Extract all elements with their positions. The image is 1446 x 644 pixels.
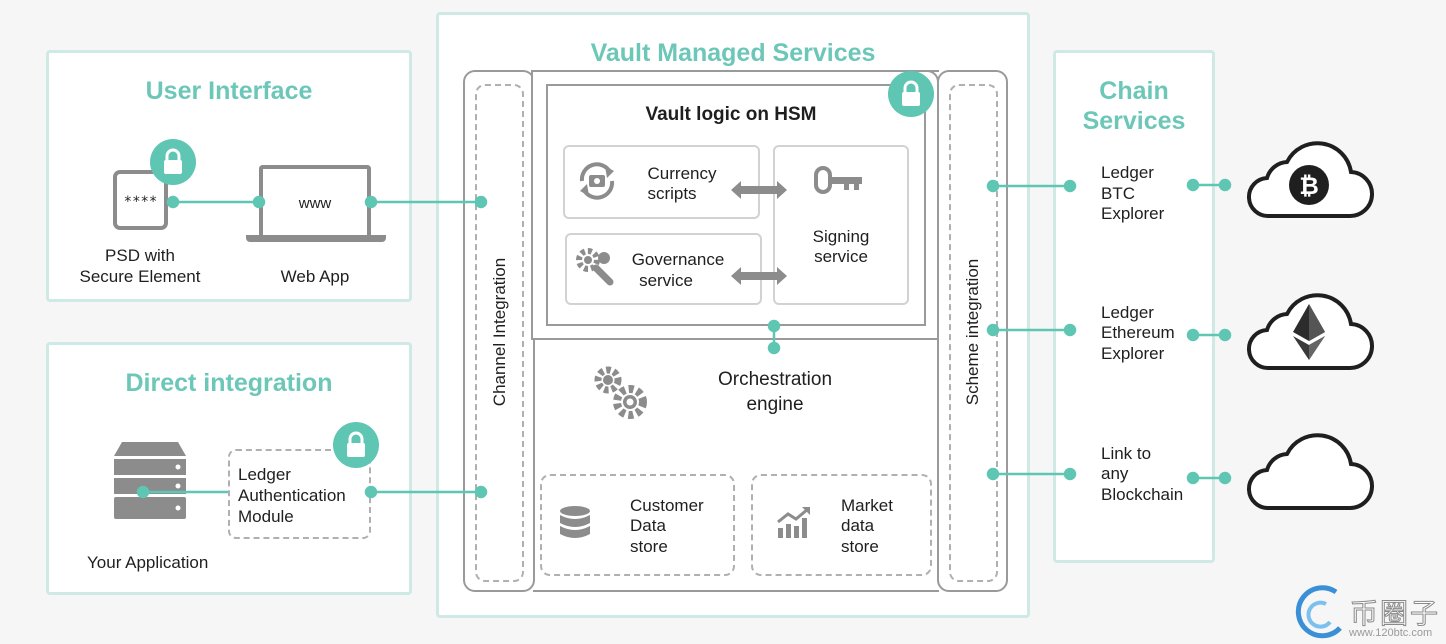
direct-integration-title: Direct integration [125, 369, 333, 397]
gears-glyph [594, 366, 647, 419]
module-line2: Authentication [238, 486, 346, 505]
lock-icon [333, 422, 379, 468]
watermark-logo-glyph [1295, 585, 1342, 639]
market-line3: store [841, 537, 879, 556]
double-arrow-icon [731, 181, 787, 199]
btc-line1: Ledger [1101, 163, 1154, 182]
eth-line3: Explorer [1101, 344, 1165, 363]
key-glyph [814, 166, 862, 194]
customer-line3: store [630, 537, 668, 556]
module-line1: Ledger [238, 465, 291, 484]
market-data-store-box [751, 474, 932, 576]
cloud-ethereum-glyph [1246, 293, 1374, 371]
market-line2: data [841, 516, 875, 535]
any-line2: any [1101, 464, 1129, 483]
server-glyph [114, 442, 186, 519]
btc-line3: Explorer [1101, 204, 1165, 223]
governance-line2: service [639, 271, 693, 290]
cloud-blank-glyph [1246, 433, 1374, 511]
refresh-glyph [579, 162, 615, 200]
double-arrow-icon [731, 267, 787, 285]
server-icon [112, 442, 188, 522]
eth-line2: Ethereum [1101, 323, 1175, 342]
currency-line2: scripts [647, 184, 697, 203]
channel-integration-label: Channel Integration [490, 257, 509, 407]
laptop-base [246, 235, 386, 242]
any-line1: Link to [1101, 444, 1152, 463]
cloud-icon [1245, 430, 1374, 512]
btc-line2: BTC [1101, 184, 1135, 203]
lock-icon [150, 139, 196, 185]
database-icon [558, 505, 592, 543]
wrench-gear-glyph [576, 248, 614, 286]
wrench-gear-icon [574, 246, 618, 286]
refresh-icon [574, 158, 620, 204]
market-line1: Market [841, 496, 893, 515]
lock-icon [888, 71, 934, 117]
cloud-bitcoin-glyph: ₿ [1246, 141, 1374, 219]
module-line3: Module [238, 507, 294, 526]
hsm-title: Vault logic on HSM [645, 104, 817, 125]
customer-line2: Data [630, 516, 666, 535]
currency-line1: Currency [647, 164, 717, 183]
any-line3: Blockchain [1101, 485, 1184, 504]
watermark-url: www.120btc.com [1349, 627, 1433, 639]
governance-line1: Governance [631, 250, 725, 269]
vault-title: Vault Managed Services [590, 39, 876, 67]
scheme-integration-label: Scheme integration [963, 258, 982, 406]
lock-glyph [902, 80, 920, 106]
eth-line1: Ledger [1101, 303, 1154, 322]
hsm-inner [546, 84, 926, 326]
psd-screen-text: **** [123, 194, 158, 210]
database-glyph [560, 506, 590, 538]
ethereum-icon [1293, 304, 1325, 360]
watermark-brand: 币圈子 [1349, 597, 1441, 631]
cloud-icon: ₿ [1245, 138, 1374, 220]
your-application-label: Your Application [87, 553, 209, 572]
psd-label-line1: PSD with [105, 246, 175, 265]
signing-line1: Signing [812, 227, 870, 246]
orchestration-line2: engine [746, 394, 804, 415]
gears-icon [590, 362, 652, 424]
bitcoin-icon [1289, 165, 1329, 205]
lock-glyph [164, 148, 182, 174]
psd-device-icon: **** [113, 170, 168, 230]
double-arrow-glyph [731, 267, 787, 285]
chart-icon [776, 506, 812, 540]
cloud-icon [1245, 290, 1374, 372]
signing-service-box [773, 145, 909, 305]
watermark-logo [1295, 584, 1348, 640]
orchestration-line1: Orchestration [717, 369, 833, 390]
key-icon [814, 164, 864, 196]
customer-line1: Customer [630, 496, 704, 515]
svg-text:₿: ₿ [1299, 172, 1319, 200]
laptop-icon: www [259, 165, 371, 235]
web-app-label: Web App [280, 267, 350, 286]
double-arrow-glyph [731, 181, 787, 199]
channel-integration-inner [475, 84, 524, 582]
chart-glyph [777, 507, 810, 538]
user-interface-title: User Interface [145, 77, 313, 105]
lock-glyph [347, 431, 365, 457]
signing-line2: service [814, 247, 868, 266]
chain-title-line1: Chain [1099, 77, 1169, 105]
web-screen-text: www [298, 195, 332, 212]
customer-data-store-box [540, 474, 735, 576]
psd-label-line2: Secure Element [79, 267, 201, 286]
chain-title-line2: Services [1082, 107, 1186, 135]
